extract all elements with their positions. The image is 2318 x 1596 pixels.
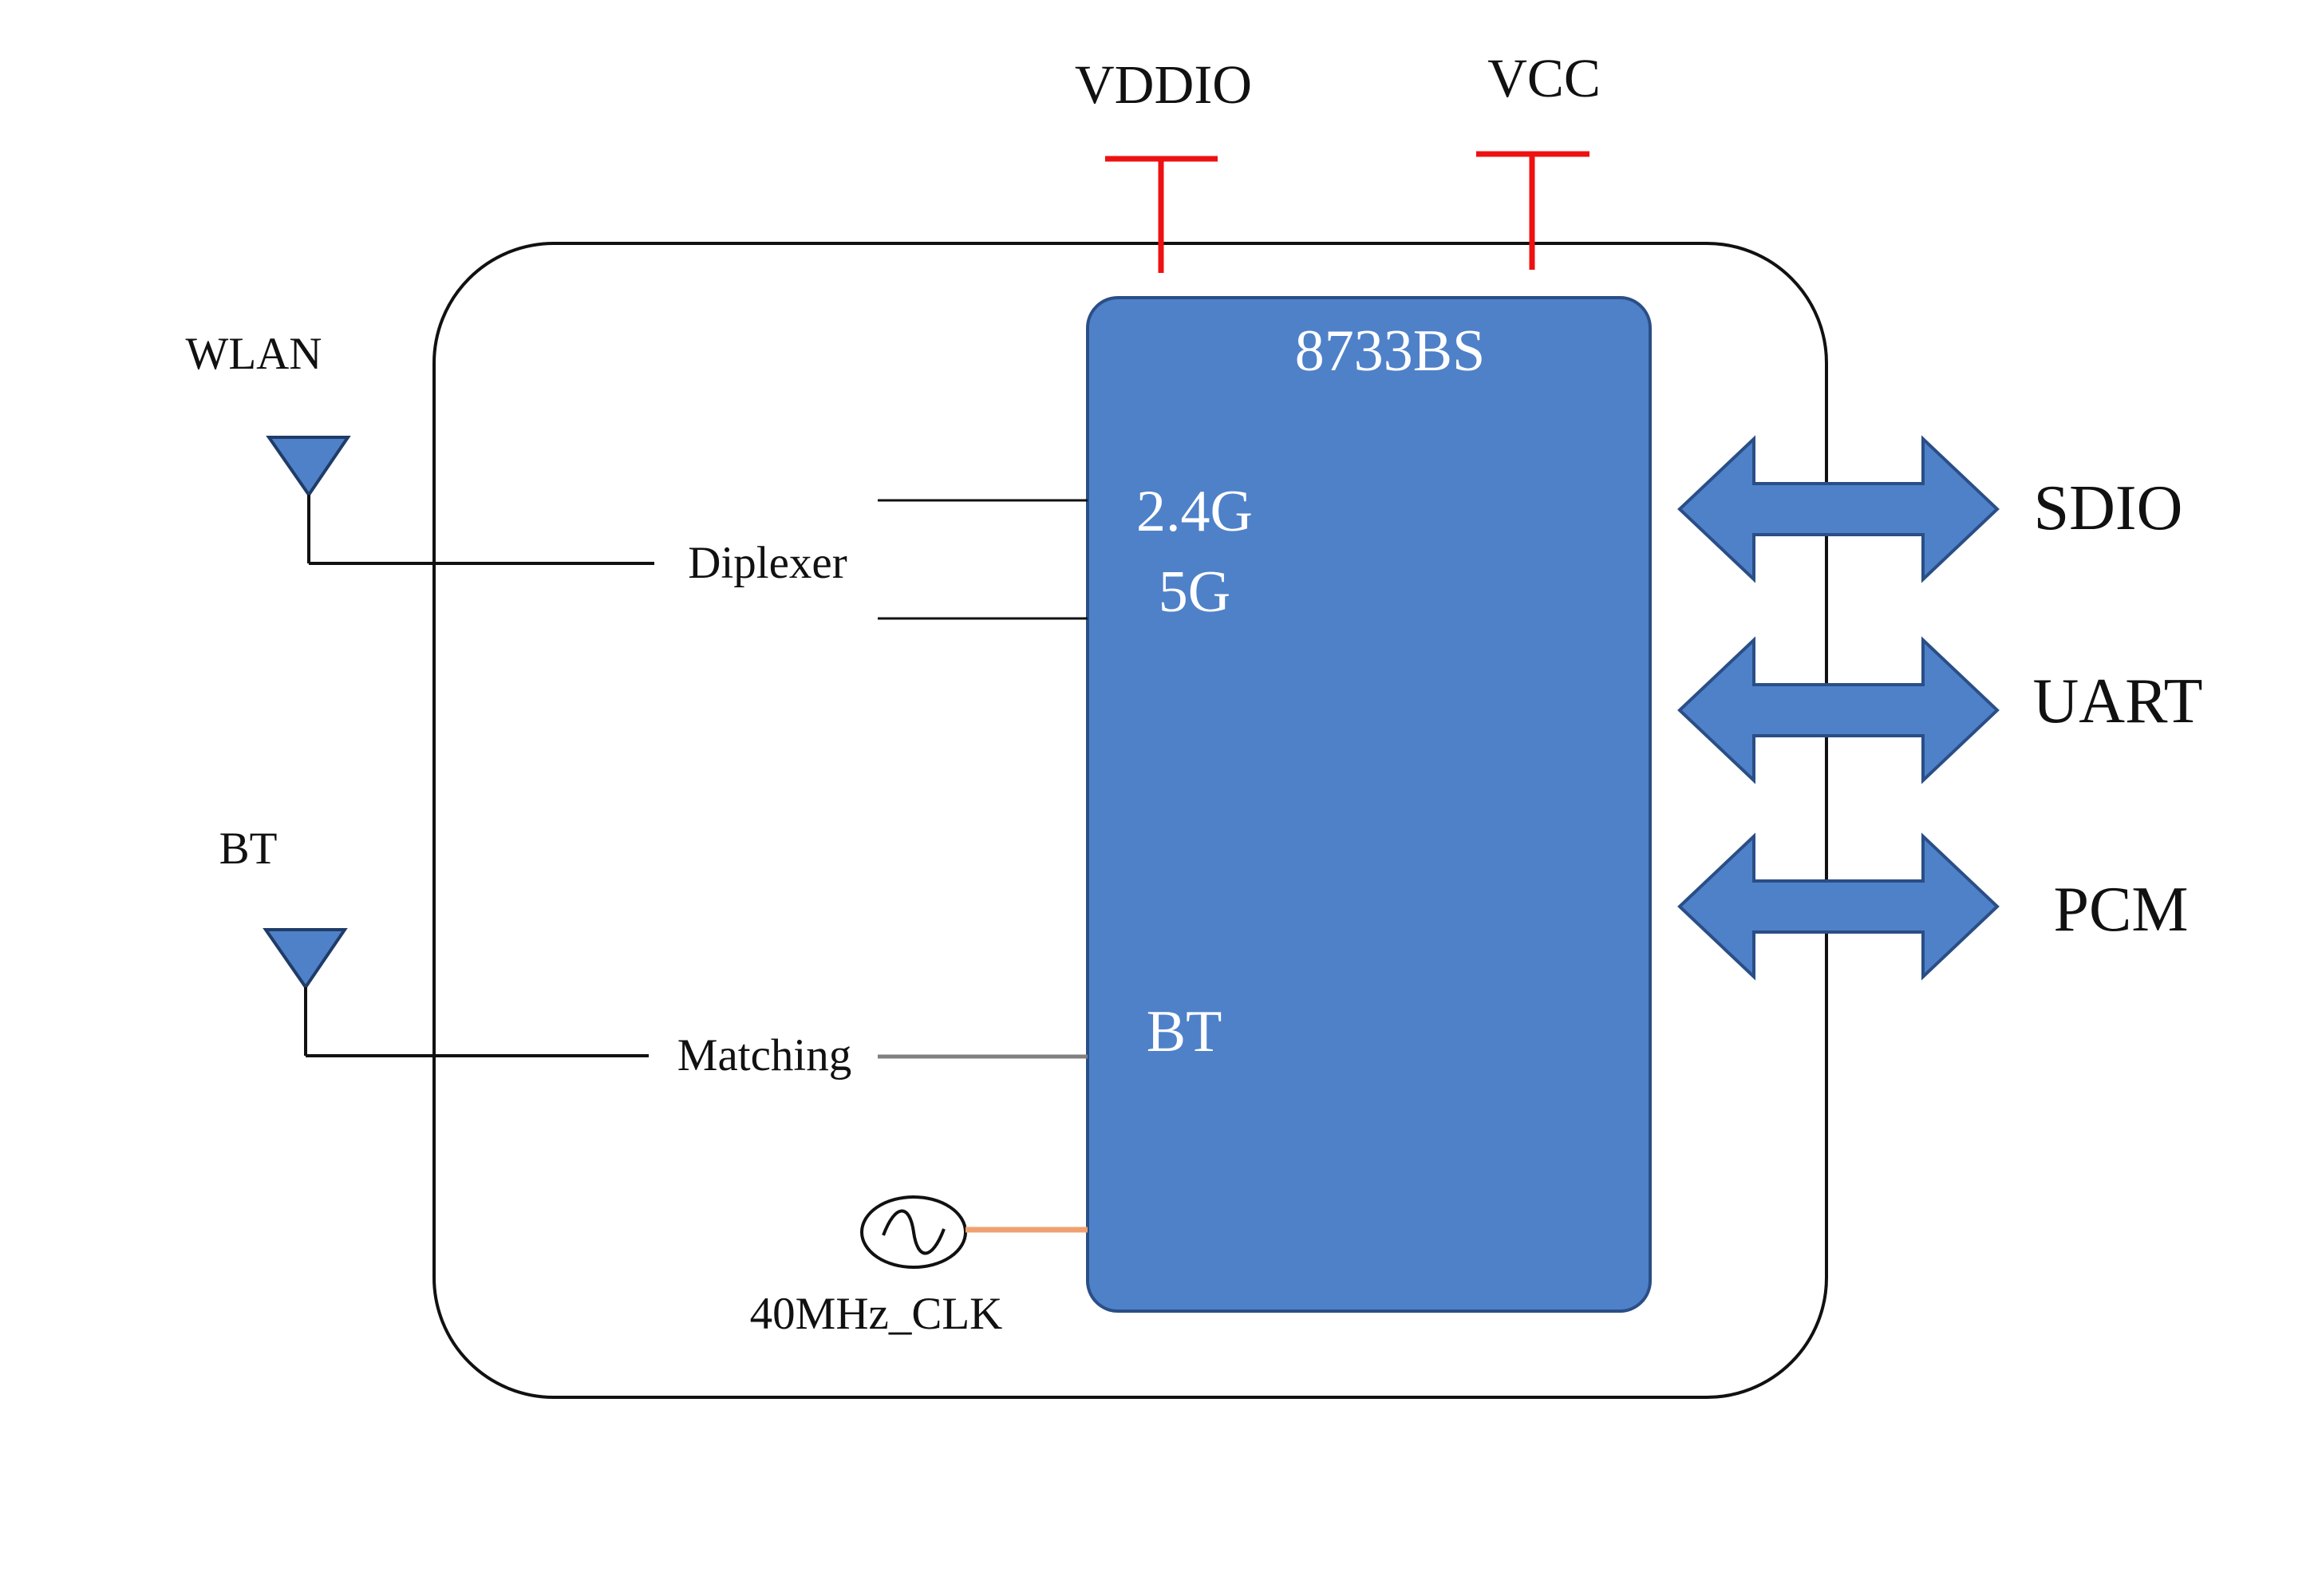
interface-pcm: PCM (2054, 875, 2189, 945)
pcm-arrow-icon (1677, 832, 2000, 981)
chip-name: 8733BS (1295, 318, 1486, 384)
vddio-pin (1105, 156, 1218, 273)
vcc-label: VCC (1487, 48, 1601, 109)
chip-bt: BT (1147, 999, 1222, 1065)
chip-band-2g: 2.4G (1136, 479, 1253, 544)
wlan-antenna-icon (266, 436, 654, 565)
chip-band-5g: 5G (1159, 559, 1230, 625)
chip-8733bs (1086, 296, 1652, 1313)
interface-sdio: SDIO (2034, 473, 2183, 543)
interface-uart: UART (2033, 666, 2203, 737)
uart-arrow-icon (1677, 636, 2000, 784)
vddio-label: VDDIO (1075, 54, 1252, 115)
bt-antenna-label: BT (219, 824, 278, 874)
oscillator-icon (860, 1195, 967, 1269)
sdio-arrow-icon (1677, 435, 2000, 583)
clock-label: 40MHz_CLK (750, 1289, 1003, 1339)
wlan-label: WLAN (186, 329, 322, 379)
vcc-pin (1476, 151, 1589, 270)
module-outline (432, 242, 1828, 1399)
diplexer-label: Diplexer (688, 538, 847, 588)
matching-label: Matching (677, 1030, 851, 1080)
bt-antenna-icon (263, 928, 649, 1057)
